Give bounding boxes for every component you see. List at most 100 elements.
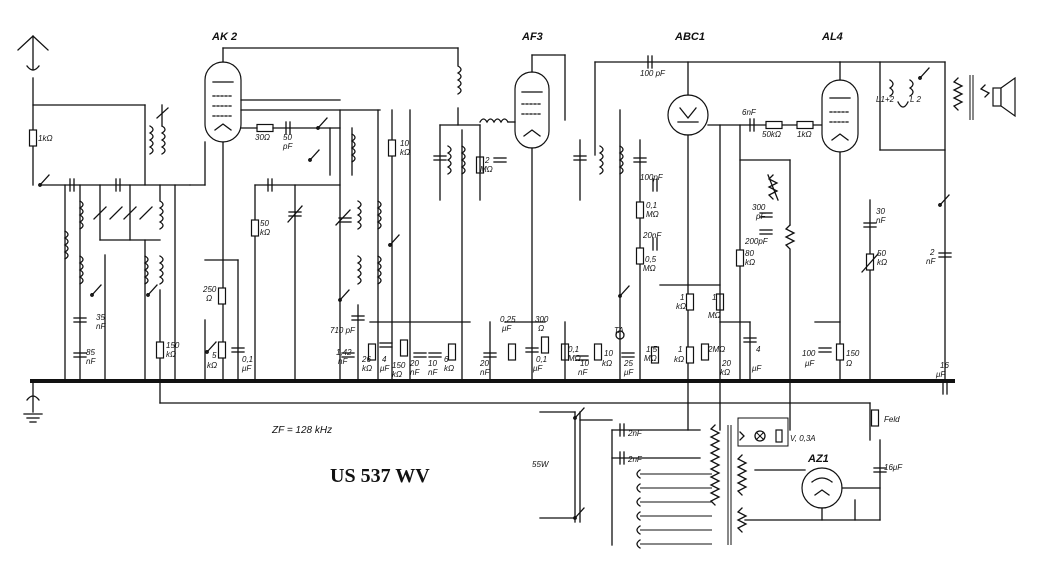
r-1k-c-u: kΩ (676, 302, 686, 311)
power-label: 55W (532, 460, 550, 469)
r-025m-u: μF (501, 324, 512, 333)
c-2n-u: nF (926, 257, 936, 266)
tube-label-ak2: AK 2 (211, 31, 237, 43)
c-16u-a-u: μF (935, 370, 946, 379)
r-10k-a-u: kΩ (400, 148, 410, 157)
r-150-u: Ω (846, 359, 852, 368)
c-20n-a-u: nF (410, 368, 420, 377)
c-20n-b-u: nF (480, 368, 490, 377)
c-01u-b-u: μF (532, 364, 543, 373)
r-20k-u: kΩ (720, 368, 730, 377)
c-4u-a: 4 (382, 355, 387, 364)
r-300: 300 (535, 315, 549, 324)
tube-label-az1: AZ1 (807, 453, 829, 465)
r-15m: 1,5 (646, 345, 658, 354)
c-4u-a-u: μF (379, 364, 390, 373)
r-26k: 26 (361, 355, 371, 364)
tap-switch (636, 469, 712, 549)
r-50k-ak: 50 (260, 219, 269, 228)
tube-label-abc1: ABC1 (674, 31, 705, 43)
r-1m: 1 (712, 293, 716, 302)
tube-az1 (801, 467, 843, 509)
c-20n-a: 20 (409, 359, 419, 368)
tube-ak2 (204, 61, 242, 143)
tube-af3 (514, 71, 550, 149)
r-150: 150 (846, 349, 860, 358)
r-50k-c: 50 (877, 249, 886, 258)
tube-label-af3: AF3 (521, 31, 543, 43)
c-35n-u: nF (96, 322, 106, 331)
antenna (17, 35, 49, 71)
r-01m-b: 0,1 (568, 345, 579, 354)
c-25u-u: μF (623, 368, 634, 377)
r-025m: 0,25 (500, 315, 516, 324)
c-4u-b: 4 (756, 345, 761, 354)
r-2m-af: 2 (484, 156, 490, 165)
c-200p: 200pF (744, 237, 769, 246)
r-01m-c-u: MΩ (646, 210, 659, 219)
r-50k-ak-u: kΩ (260, 228, 270, 237)
tube-label-al4: AL4 (821, 31, 843, 43)
tube-al4 (821, 79, 859, 153)
c-10n-b: 10 (580, 359, 589, 368)
feld-label: Feld (884, 415, 900, 424)
r-20k: 20 (721, 359, 731, 368)
c-100p-b: 100pF (640, 173, 664, 182)
r-50k-c-u: kΩ (877, 258, 887, 267)
r-5k-u: kΩ (207, 361, 217, 370)
r-01m-c: 0,1 (646, 201, 657, 210)
r-2m-b: 2MΩ (707, 345, 725, 354)
ta-label: TA (614, 326, 624, 335)
c-85n: 85 (86, 348, 95, 357)
c-10n-a-u: nF (428, 368, 438, 377)
r-150k: 150 (166, 341, 180, 350)
l2-label: L 2 (910, 95, 922, 104)
r-10k-b: 10 (604, 349, 613, 358)
c-6n: 6nF (742, 108, 757, 117)
c-50p: 50 (283, 133, 292, 142)
c-100u-u: μF (804, 359, 815, 368)
r-150k-b: 150 (392, 361, 406, 370)
r-01m-b-u: MΩ (568, 354, 581, 363)
c-01u-a: 0,1 (242, 355, 253, 364)
c-300p-u: pF (755, 212, 766, 221)
tube-abc1 (667, 94, 709, 136)
c-2n: 2 (929, 248, 935, 257)
r-1k-ant: 1kΩ (38, 134, 53, 143)
r-150k-b-u: kΩ (392, 370, 402, 379)
r-150k-u: kΩ (166, 350, 176, 359)
r-250-u: Ω (206, 294, 212, 303)
c-710p: 710 pF (330, 326, 356, 335)
r-1k-d-u: kΩ (674, 355, 684, 364)
r-5k: 5 (212, 351, 217, 360)
c-10n-b-u: nF (578, 368, 588, 377)
r-1m-u: MΩ (708, 311, 721, 320)
c-2n-p2: 2nF (627, 455, 643, 464)
c-25u: 25 (623, 359, 633, 368)
c-01u-b: 0,1 (536, 355, 547, 364)
c-4u-b-u: μF (751, 364, 762, 373)
c-300p: 300 (752, 203, 766, 212)
r-05m: 0,5 (645, 255, 657, 264)
c-16u-b: 16μF (884, 463, 903, 472)
c-142n-u: nF (338, 357, 348, 366)
c-100p: 100 pF (640, 69, 666, 78)
r-6k: 6 (444, 355, 449, 364)
c-35n: 35 (96, 313, 105, 322)
diagram-title: US 537 WV (330, 465, 430, 487)
r-10k-b-u: kΩ (602, 359, 612, 368)
r-1k-d: 1 (678, 345, 682, 354)
c-20n-c: 20nF (642, 231, 662, 240)
pilot-label: V, 0,3A (790, 434, 816, 443)
c-16u-a: 16 (940, 361, 949, 370)
r-250: 250 (202, 285, 217, 294)
c-2n-p1: 2nF (627, 429, 643, 438)
c-01u-a-u: μF (241, 364, 252, 373)
c-100u: 100 (802, 349, 816, 358)
c-142n: 1,42 (336, 348, 352, 357)
zf-label: ZF = 128 kHz (271, 425, 332, 436)
r-6k-u: kΩ (444, 364, 454, 373)
r-80k-u: kΩ (745, 258, 755, 267)
r-30: 30Ω (255, 133, 270, 142)
